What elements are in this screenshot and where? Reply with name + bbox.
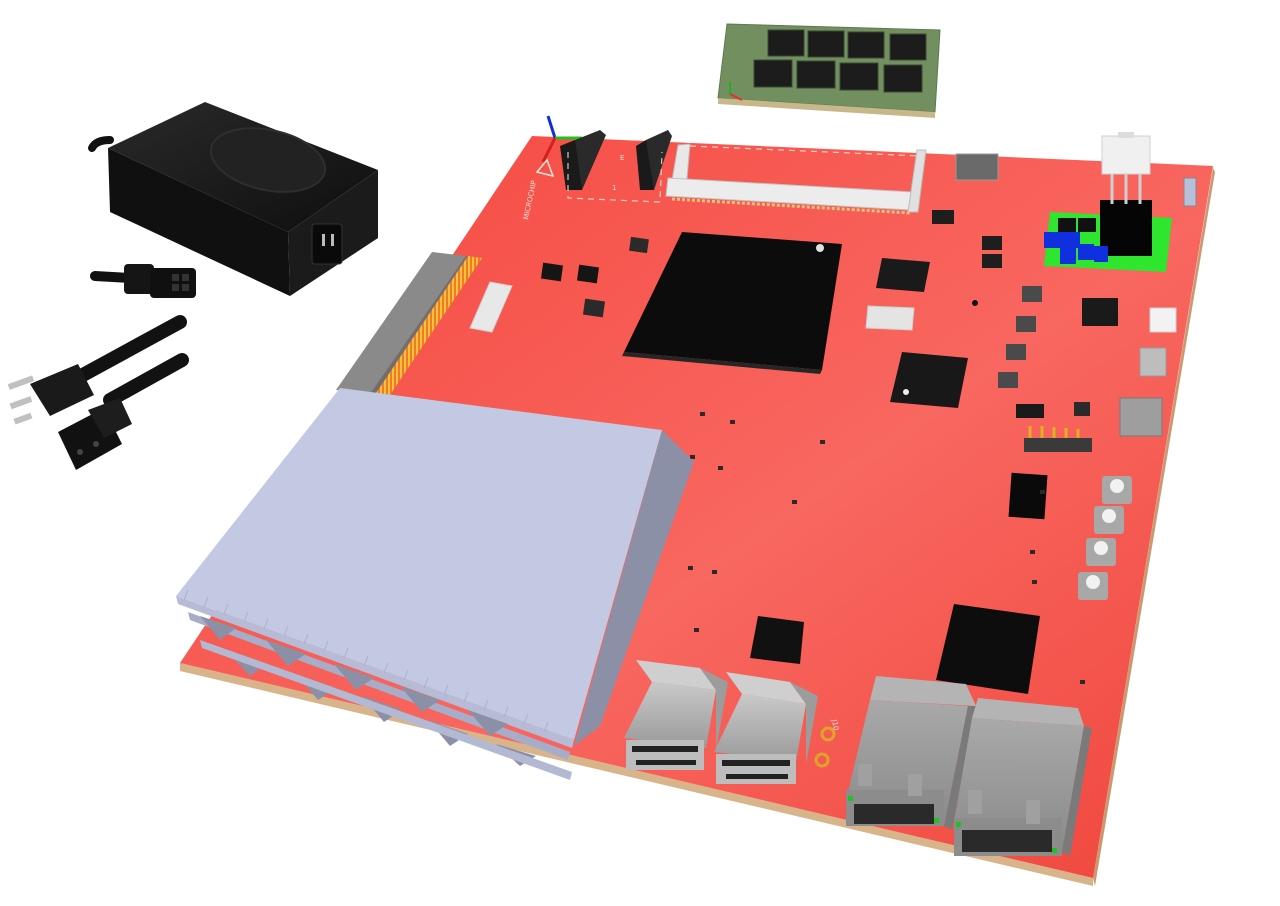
pin-header-right [636,130,672,190]
push-button [1078,572,1108,600]
pcie-slot [336,252,482,398]
main-soc [622,232,842,374]
push-button [1102,476,1132,504]
ac-power-cord [7,315,189,470]
ethernet-port [846,676,976,830]
dc-output-connector [90,264,196,298]
switch-chip [936,604,1040,694]
pcb-board: MICROCHIP 1 E [176,115,1215,886]
silk-label: E [620,154,624,162]
usb-hub-chip [750,616,804,664]
usb-port [624,660,728,770]
power-adapter [88,102,378,296]
power-connector [1101,132,1151,204]
power-module [1044,200,1172,272]
sodimm-socket [665,143,927,215]
pin-header-left [560,130,606,190]
ethernet-phy-chip [890,352,968,408]
ac-inlet-icon [311,223,343,265]
ethernet-port [954,698,1092,856]
push-button [1086,538,1116,566]
warning-triangle-icon [535,158,555,178]
silk-label: J10 [830,718,840,731]
silk-label: 1 [612,184,616,192]
push-button [1094,506,1124,534]
network-cage [176,388,694,780]
memory-chip [767,29,805,57]
so-dimm-module [717,23,941,118]
barcode-label [469,281,513,333]
usb-port [714,672,818,784]
